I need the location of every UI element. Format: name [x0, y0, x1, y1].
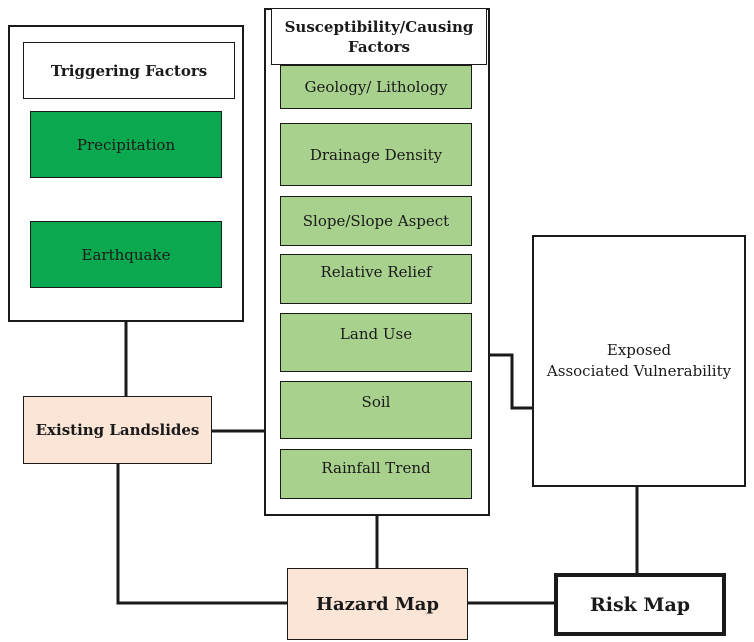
risk-map-box: Risk Map [554, 573, 726, 636]
earthquake-box: Earthquake [30, 221, 222, 288]
existing-landslides-box: Existing Landslides [23, 396, 212, 464]
exposed-vulnerability-box: Exposed Associated Vulnerability [532, 235, 746, 487]
exposed-label: Exposed [606, 341, 672, 359]
precipitation-box: Precipitation [30, 111, 222, 178]
factor-slope: Slope/Slope Aspect [280, 196, 472, 246]
line-susceptibility-to-exposed [490, 353, 532, 410]
factor-land-use: Land Use [280, 313, 472, 372]
factor-relative-relief: Relative Relief [280, 254, 472, 304]
triggering-factors-title: Triggering Factors [23, 42, 235, 99]
factor-geology: Geology/ Lithology [280, 65, 472, 109]
susceptibility-title: Susceptibility/Causing Factors [271, 8, 487, 65]
factor-drainage-density: Drainage Density [280, 123, 472, 186]
line-landslides-to-hazard [116, 464, 287, 605]
hazard-map-box: Hazard Map [287, 568, 468, 640]
factor-rainfall-trend: Rainfall Trend [280, 449, 472, 499]
factor-soil: Soil [280, 381, 472, 439]
vulnerability-label: Associated Vulnerability [546, 362, 732, 380]
